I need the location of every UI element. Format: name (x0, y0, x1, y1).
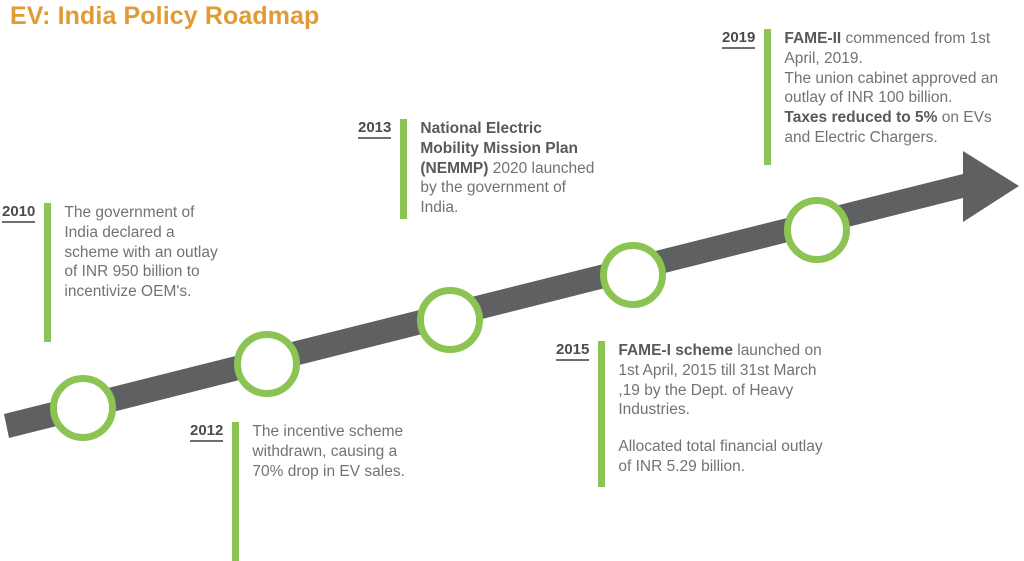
milestone-node-2019 (784, 197, 850, 263)
event-text-2012: The incentive scheme withdrawn, causing … (252, 422, 417, 481)
event-paragraph: The incentive scheme withdrawn, causing … (252, 423, 405, 480)
event-emphasis: Taxes reduced to 5% (784, 109, 938, 127)
event-emphasis: National Electric Mobility Mission Plan … (420, 120, 578, 177)
event-paragraph: FAME-II commenced from 1st April, 2019.T… (784, 30, 999, 147)
event-year-2015: 2015 (556, 341, 590, 362)
milestone-node-2015 (600, 242, 666, 308)
milestone-node-2012 (234, 331, 300, 397)
event-block-2012: 2012 The incentive scheme withdrawn, cau… (190, 422, 440, 561)
milestone-node-2010 (50, 375, 116, 441)
milestone-node-2013 (417, 287, 483, 353)
event-block-2013: 2013 National Electric Mobility Mission … (358, 119, 618, 219)
event-paragraph: National Electric Mobility Mission Plan … (420, 120, 595, 217)
event-year-2019: 2019 (722, 29, 756, 50)
event-emphasis: FAME-I scheme (618, 342, 733, 359)
event-accent-rule-2010 (44, 203, 52, 342)
page-title: EV: India Policy Roadmap (10, 2, 320, 30)
event-text-2010: The government of India declared a schem… (64, 203, 232, 302)
event-accent-rule-2013 (400, 119, 408, 219)
event-accent-rule-2019 (764, 29, 772, 165)
event-text-middle: The union cabinet approved an outlay of … (784, 69, 999, 107)
event-emphasis: FAME-II (784, 30, 842, 47)
event-text-2015: FAME-I scheme launched on 1st April, 201… (618, 341, 836, 477)
event-year-2013: 2013 (358, 119, 392, 140)
event-block-2015: 2015 FAME-I scheme launched on 1st April… (556, 341, 846, 487)
event-accent-rule-2012 (232, 422, 240, 561)
event-paragraph: FAME-I scheme launched on 1st April, 201… (618, 342, 822, 419)
event-block-2010: 2010 The government of India declared a … (2, 203, 252, 342)
event-text-2019: FAME-II commenced from 1st April, 2019.T… (784, 29, 999, 148)
event-text-2013: National Electric Mobility Mission Plan … (420, 119, 600, 218)
event-paragraph: The government of India declared a schem… (64, 204, 218, 301)
event-block-2019: 2019 FAME-II commenced from 1st April, 2… (722, 29, 1022, 165)
event-accent-rule-2015 (598, 341, 606, 487)
event-paragraph: Allocated total financial outlay of INR … (618, 438, 823, 476)
event-year-2012: 2012 (190, 422, 224, 443)
event-year-2010: 2010 (2, 203, 36, 224)
